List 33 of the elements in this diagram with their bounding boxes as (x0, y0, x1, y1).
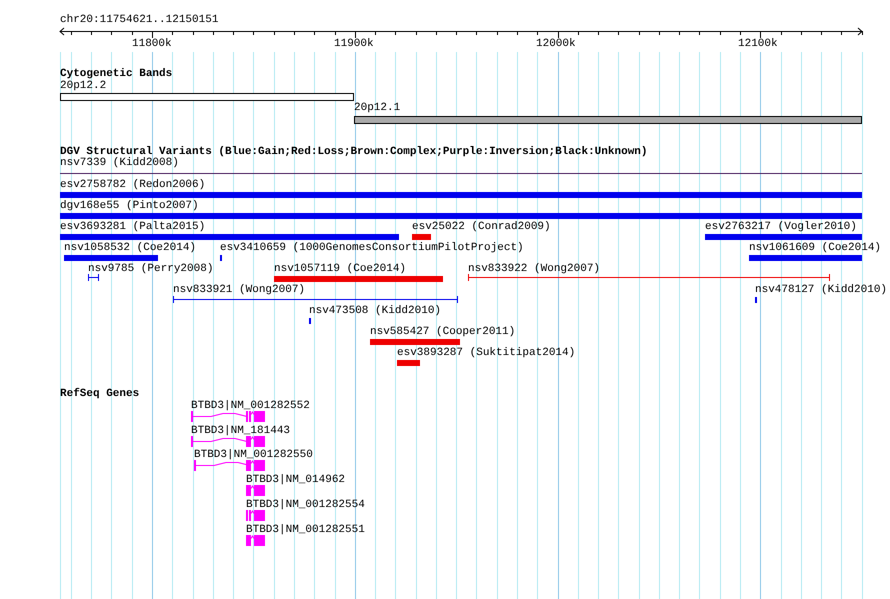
track-heading: DGV Structural Variants (Blue:Gain;Red:Loss;Brown:Complex;Purple:Inversion;Black:Unknown) (60, 146, 648, 158)
variant-label: esv25022 (Conrad2009) (412, 221, 551, 233)
variant-label: nsv1057119 (Coe2014) (274, 263, 406, 275)
variant-label: nsv1058532 (Coe2014) (64, 242, 196, 254)
variant-label: nsv833922 (Wong2007) (468, 263, 600, 275)
variant-label: esv2758782 (Redon2006) (60, 179, 206, 191)
tick-label: 12000k (536, 38, 576, 50)
variant-label: esv3693281 (Palta2015) (60, 221, 206, 233)
tick-label: 12100k (738, 38, 778, 50)
gene-label: BTBD3|NM_001282552 (191, 400, 310, 412)
variant-label: nsv1061609 (Coe2014) (749, 242, 882, 254)
variant-label: esv3893287 (Suktitipat2014) (397, 347, 576, 359)
tick-label: 11900k (334, 38, 374, 50)
variant-label: nsv9785 (Perry2008) (88, 263, 214, 275)
gene-label: BTBD3|NM_001282554 (246, 499, 365, 511)
gene-label: BTBD3|NM_014962 (246, 474, 346, 486)
variant-label: nsv833921 (Wong2007) (173, 284, 306, 296)
variant-label: nsv473508 (Kidd2010) (309, 305, 442, 317)
band-label: 20p12.2 (60, 80, 106, 92)
variant-label: esv3410659 (1000GenomesConsortiumPilotProject) (220, 242, 524, 254)
gene-label: BTBD3|NM_001282551 (246, 524, 365, 536)
tick-label: 11800k (132, 38, 172, 50)
band-label: 20p12.1 (354, 102, 400, 114)
track-heading: RefSeq Genes (60, 388, 140, 400)
track-heading: Cytogenetic Bands (60, 68, 172, 80)
locus-label: chr20:11754621..12150151 (60, 14, 218, 26)
variant-label: nsv7339 (Kidd2008) (60, 157, 179, 169)
variant-label: nsv478127 (Kidd2010) (755, 284, 888, 296)
gene-label: BTBD3|NM_181443 (191, 425, 290, 437)
variant-label: dgv168e55 (Pinto2007) (60, 200, 199, 212)
variant-label: nsv585427 (Cooper2011) (370, 326, 516, 338)
gene-label: BTBD3|NM_001282550 (194, 449, 313, 461)
variant-label: esv2763217 (Vogler2010) (705, 221, 857, 233)
